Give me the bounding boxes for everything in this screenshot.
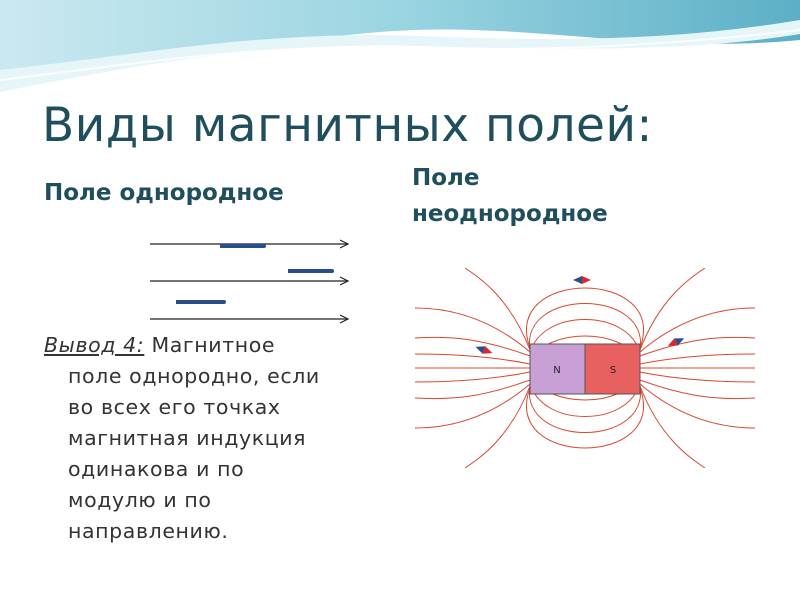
compass-needle-icon <box>573 276 591 284</box>
magnet-south-label: S <box>610 365 616 376</box>
nonuniform-heading-line2: неоднородное <box>412 201 608 227</box>
compass-needle-icon <box>288 269 332 273</box>
field-lines <box>414 268 756 468</box>
conclusion-line: Магнитное <box>144 333 276 357</box>
nonuniform-heading-line1: Поле <box>412 165 480 191</box>
header-wave-decoration <box>0 0 800 110</box>
conclusion-line: магнитная индукция <box>68 426 307 450</box>
conclusion-line: поле однородно, если <box>68 364 320 388</box>
arrow-right-icon <box>150 276 350 286</box>
compass-needle-icon <box>667 338 685 346</box>
conclusion-line: одинакова и по <box>68 457 245 481</box>
page-title: Виды магнитных полей: <box>42 98 653 153</box>
conclusion-line: модулю и по <box>68 488 212 512</box>
bar-magnet-field-diagram: N S <box>414 268 756 468</box>
uniform-field-diagram <box>150 239 350 324</box>
conclusion-text: Вывод 4: Магнитное поле однородно, если … <box>44 330 384 547</box>
conclusion-line: направлению. <box>68 519 229 543</box>
compass-needle-icon <box>220 244 264 248</box>
uniform-field-heading: Поле однородное <box>44 180 284 206</box>
bar-magnet-icon: N S <box>529 343 641 395</box>
nonuniform-field-heading: Поле неоднородное <box>412 160 712 232</box>
compass-needle-icon <box>475 346 493 354</box>
compass-needle-icon <box>176 300 224 304</box>
arrow-right-icon <box>150 314 350 324</box>
conclusion-line: во всех его точках <box>68 395 281 419</box>
magnet-north-label: N <box>553 365 560 376</box>
conclusion-lead: Вывод 4: <box>44 333 145 357</box>
